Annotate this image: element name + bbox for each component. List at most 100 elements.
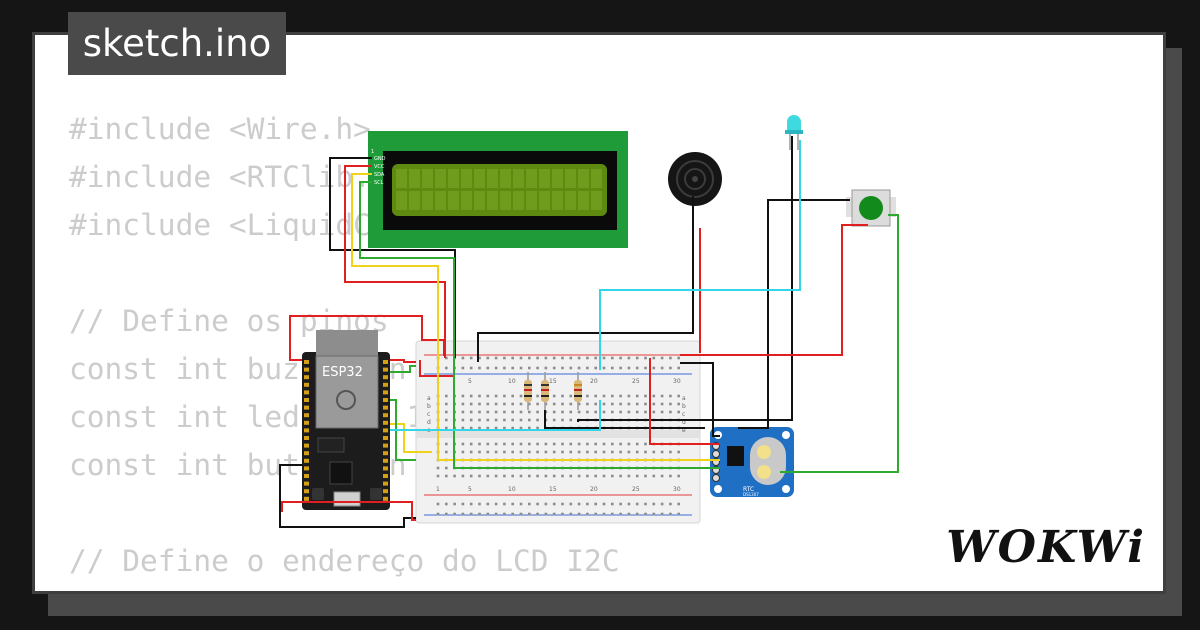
breadboard-hole xyxy=(552,394,556,398)
lcd-cell xyxy=(539,169,550,188)
breadboard[interactable]: 1 5 10 15 20 25 30 1 5 10 15 20 25 30 a … xyxy=(415,340,701,524)
esp32-pin xyxy=(383,466,388,471)
esp32-pin xyxy=(304,466,309,471)
breadboard-hole xyxy=(536,410,539,414)
breadboard-hole xyxy=(627,450,631,454)
breadboard-hole xyxy=(660,394,664,398)
file-tab[interactable]: sketch.ino xyxy=(68,12,286,75)
esp32-pin xyxy=(383,481,388,486)
breadboard-hole xyxy=(561,442,564,446)
breadboard-hole xyxy=(445,366,448,370)
breadboard-hole xyxy=(486,474,490,478)
breadboard-hole xyxy=(677,502,680,506)
resistor[interactable] xyxy=(524,372,532,410)
breadboard-hole xyxy=(660,450,664,454)
lcd-cells xyxy=(396,169,602,210)
breadboard-hole xyxy=(461,418,465,422)
bb-col-label: 10 xyxy=(508,486,516,493)
breadboard-hole xyxy=(660,366,664,370)
bb-col-label: 5 xyxy=(468,486,472,493)
breadboard-hole xyxy=(586,442,589,446)
breadboard-hole xyxy=(494,410,498,414)
breadboard-hole xyxy=(652,356,656,360)
breadboard-hole xyxy=(436,502,440,506)
breadboard-hole xyxy=(619,366,622,370)
breadboard-hole xyxy=(627,502,631,506)
rtc-module[interactable]: RTC DS1307 xyxy=(710,427,794,497)
resistor[interactable] xyxy=(541,372,549,410)
bb-col-label: 30 xyxy=(673,486,681,493)
breadboard-hole xyxy=(660,356,664,360)
breadboard-hole xyxy=(677,366,680,370)
breadboard-hole xyxy=(569,418,573,422)
lcd-cell xyxy=(513,169,524,188)
breadboard-hole xyxy=(619,442,622,446)
breadboard-hole xyxy=(569,402,573,406)
breadboard-hole xyxy=(519,512,523,516)
breadboard-hole xyxy=(536,502,539,506)
esp32-pin xyxy=(383,405,388,410)
breadboard-hole xyxy=(627,402,631,406)
esp32-pin xyxy=(304,443,309,448)
breadboard-hole xyxy=(635,442,639,446)
breadboard-hole xyxy=(627,410,631,414)
breadboard-hole xyxy=(619,502,622,506)
esp32-board[interactable]: ESP32 xyxy=(302,330,390,510)
breadboard-hole xyxy=(660,402,664,406)
esp32-pin xyxy=(304,489,309,494)
buzzer[interactable] xyxy=(668,152,722,206)
breadboard-hole xyxy=(519,394,523,398)
lcd-cell xyxy=(448,191,459,210)
breadboard-hole xyxy=(536,426,539,430)
breadboard-hole xyxy=(478,366,481,370)
breadboard-hole xyxy=(635,450,639,454)
code-line: // Define o endereço do LCD I2C xyxy=(69,544,620,578)
breadboard-hole xyxy=(519,442,523,446)
breadboard-hole xyxy=(528,426,531,430)
breadboard-hole xyxy=(469,474,473,478)
breadboard-hole xyxy=(635,356,639,360)
wire xyxy=(544,410,705,429)
breadboard-hole xyxy=(461,356,465,360)
bb-col-label: 15 xyxy=(549,486,557,493)
breadboard-hole xyxy=(635,502,639,506)
breadboard-hole xyxy=(536,512,539,516)
rtc-label: RTC xyxy=(743,486,754,493)
breadboard-hole xyxy=(669,450,672,454)
breadboard-hole xyxy=(503,356,506,360)
lcd-cell xyxy=(487,169,498,188)
breadboard-hole xyxy=(486,356,490,360)
esp32-label: ESP32 xyxy=(322,365,363,380)
push-button[interactable] xyxy=(846,189,896,227)
breadboard-hole xyxy=(445,426,448,430)
breadboard-hole xyxy=(627,512,631,516)
breadboard-hole xyxy=(445,466,448,470)
bb-col-label: 15 xyxy=(549,378,557,385)
breadboard-hole xyxy=(677,474,680,478)
breadboard-hole xyxy=(469,366,473,370)
esp32-pin xyxy=(304,382,309,387)
lcd-cell xyxy=(552,169,563,188)
breadboard-hole xyxy=(669,410,672,414)
breadboard-hole xyxy=(577,502,581,506)
breadboard-hole xyxy=(519,366,523,370)
lcd-display[interactable]: 1 GND VCC SDA SCL xyxy=(368,131,628,248)
breadboard-hole xyxy=(494,474,498,478)
breadboard-hole xyxy=(552,442,556,446)
breadboard-hole xyxy=(552,410,556,414)
resistor[interactable] xyxy=(574,372,582,410)
breadboard-hole xyxy=(461,502,465,506)
breadboard-hole xyxy=(619,356,622,360)
esp32-pin xyxy=(304,390,309,395)
breadboard-hole xyxy=(552,366,556,370)
breadboard-hole xyxy=(544,366,548,370)
led[interactable] xyxy=(785,115,803,150)
breadboard-hole xyxy=(561,366,564,370)
breadboard-hole xyxy=(469,442,473,446)
bb-row-label: a xyxy=(682,395,686,402)
breadboard-hole xyxy=(669,474,672,478)
esp32-pin xyxy=(304,398,309,402)
breadboard-hole xyxy=(644,512,647,516)
breadboard-hole xyxy=(611,512,614,516)
breadboard-hole xyxy=(594,474,597,478)
